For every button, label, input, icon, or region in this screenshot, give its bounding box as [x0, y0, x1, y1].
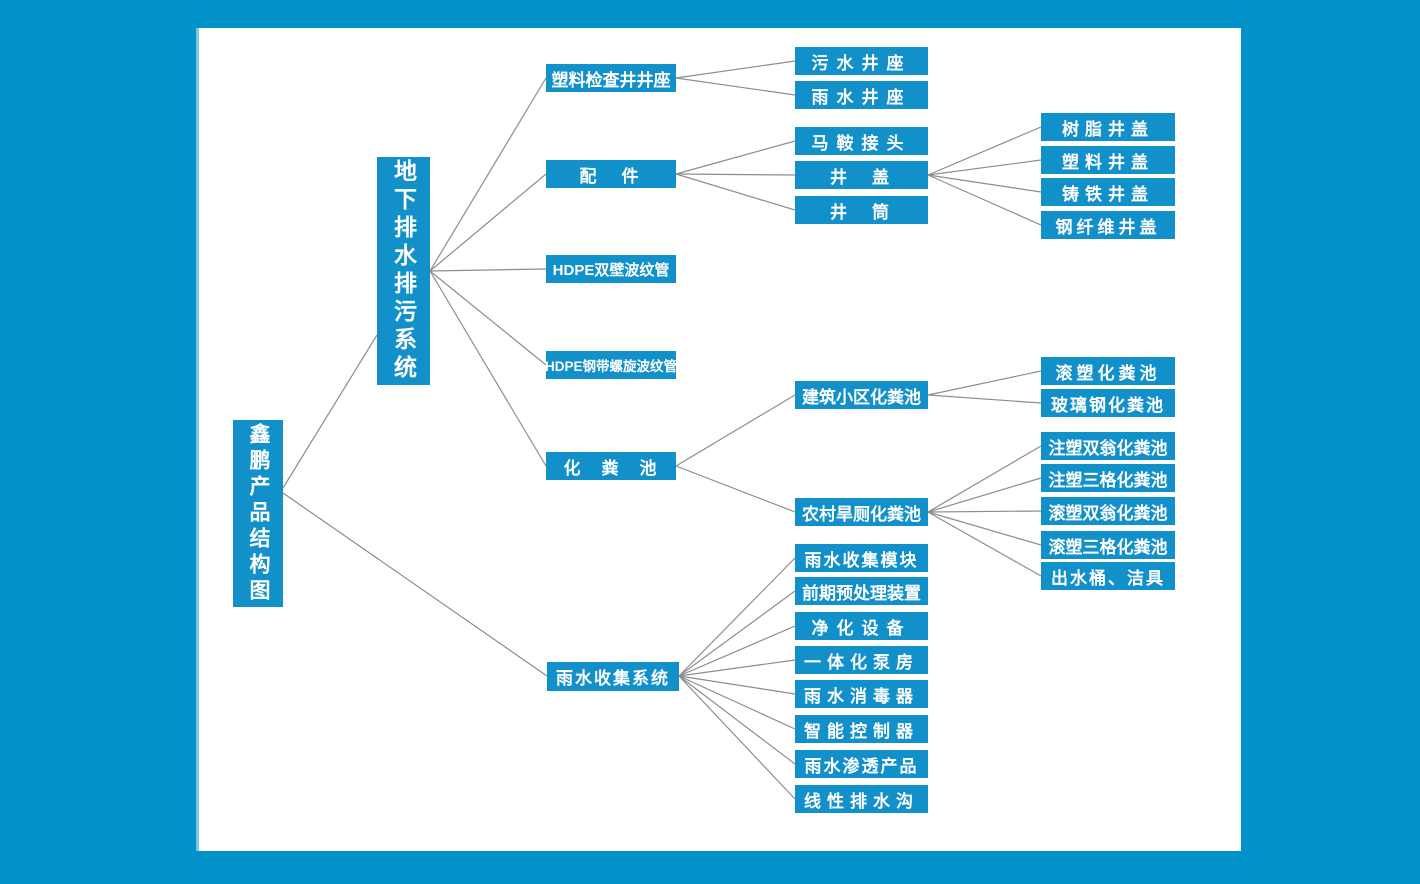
node-well-barrel: 井 筒 [795, 196, 928, 224]
node-residential-community-septic-tank: 建筑小区化粪池 [795, 381, 928, 409]
node-hdpe-steel-belt-spiral-pipe: HDPE钢带螺旋波纹管 [546, 351, 676, 379]
node-rainwater-infiltration-products: 雨水渗透产品 [795, 750, 928, 778]
node-injection-double-urn-septic-tank: 注塑双翁化粪池 [1041, 432, 1175, 460]
node-rotomolded-three-grid-septic-tank: 滚塑三格化粪池 [1041, 531, 1175, 559]
node-purification-equipment: 净化设备 [795, 612, 928, 640]
node-rural-toilet-septic-tank: 农村旱厕化粪池 [795, 498, 928, 526]
connector-lines [282, 60, 1042, 800]
node-plastic-well-cover: 塑料井盖 [1041, 146, 1175, 174]
node-integrated-pump-house: 一体化泵房 [795, 646, 928, 674]
node-outlet-bucket-sanitary-ware: 出水桶、洁具 [1041, 562, 1175, 590]
node-frp-septic-tank: 玻璃钢化粪池 [1041, 389, 1175, 417]
node-root-product-structure: 鑫鹏产品结构图 [233, 420, 283, 607]
node-well-cover: 井 盖 [795, 161, 928, 189]
node-cast-iron-well-cover: 铸铁井盖 [1041, 178, 1175, 206]
node-smart-controller: 智能控制器 [795, 715, 928, 743]
node-accessories: 配 件 [546, 160, 676, 188]
node-sewage-well-seat: 污水井座 [795, 47, 928, 75]
node-resin-well-cover: 树脂井盖 [1041, 113, 1175, 141]
node-plastic-inspection-well-seat: 塑料检查井井座 [546, 64, 676, 92]
node-steel-fiber-well-cover: 钢纤维井盖 [1041, 211, 1175, 239]
node-rotomolded-septic-tank: 滚塑化粪池 [1041, 357, 1175, 385]
node-rain-well-seat: 雨水井座 [795, 81, 928, 109]
node-septic-tank: 化 粪 池 [546, 452, 676, 480]
diagram-panel: 鑫鹏产品结构图 地下排水排污系统 雨水收集系统 塑料检查井井座 配 件 HDPE… [196, 28, 1241, 851]
node-rainwater-collection-module: 雨水收集模块 [795, 544, 928, 572]
node-hdpe-double-wall-corrugated-pipe: HDPE双壁波纹管 [546, 255, 676, 283]
node-linear-drainage-channel: 线性排水沟 [795, 785, 928, 813]
node-rotomolded-double-urn-septic-tank: 滚塑双翁化粪池 [1041, 497, 1175, 525]
node-injection-three-grid-septic-tank: 注塑三格化粪池 [1041, 464, 1175, 492]
node-saddle-connector: 马鞍接头 [795, 127, 928, 155]
node-underground-drainage-system: 地下排水排污系统 [377, 157, 430, 385]
node-rainwater-collection-system: 雨水收集系统 [547, 662, 679, 691]
node-pretreatment-device: 前期预处理装置 [795, 577, 928, 605]
node-rainwater-sterilizer: 雨水消毒器 [795, 680, 928, 708]
